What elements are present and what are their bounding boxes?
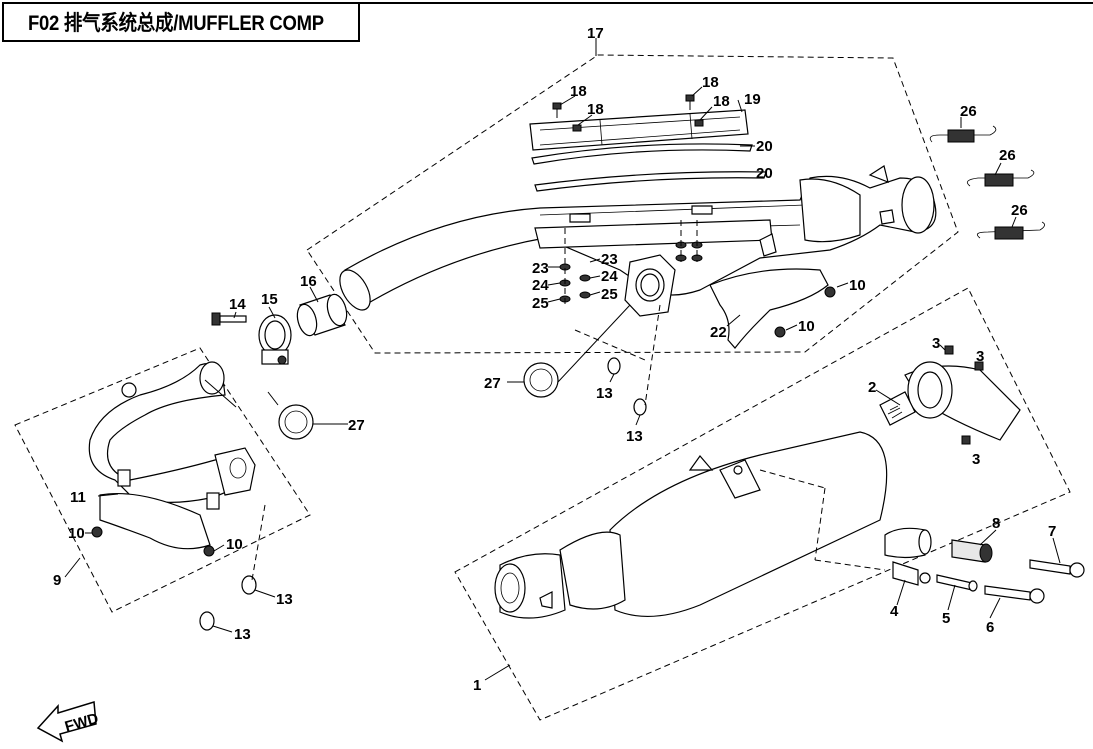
callout-labels: 1 2 3 3 3 4 5 6 7 8 9 10 10 10 10 11 13 … (53, 25, 1056, 694)
gasket-27-lower[interactable] (278, 404, 314, 440)
bolt-6[interactable] (984, 585, 1045, 604)
forward-direction-arrow-icon: FWD (36, 701, 101, 743)
callout-15: 15 (261, 291, 278, 308)
callout-6: 6 (986, 619, 994, 636)
page-title: F02 排气系统总成/MUFFLER COMP (28, 12, 324, 35)
callout-18: 18 (702, 74, 719, 91)
callout-18: 18 (587, 101, 604, 118)
callout-13: 13 (626, 428, 643, 445)
assembly-1-boundary (454, 287, 1071, 721)
callout-10: 10 (68, 525, 85, 542)
washer-stack-right[interactable] (579, 220, 703, 299)
callout-2: 2 (868, 379, 876, 396)
assembly-17-boundary (306, 54, 959, 354)
nut-13-lower[interactable] (199, 575, 257, 631)
callout-10: 10 (226, 536, 243, 553)
header-pipe-9[interactable] (88, 361, 256, 503)
callout-18: 18 (570, 83, 587, 100)
nut-13-upper[interactable] (574, 304, 661, 416)
end-cap-2[interactable] (879, 361, 1021, 441)
spring-26-group[interactable] (929, 125, 1045, 240)
pipe-flange[interactable] (624, 254, 676, 317)
heat-shield-gasket-upper[interactable] (531, 143, 753, 165)
callout-5: 5 (942, 610, 950, 627)
assembly-9-boundary (14, 347, 311, 613)
callout-24: 24 (601, 268, 618, 285)
callout-25: 25 (601, 286, 618, 303)
callout-20: 20 (756, 165, 773, 182)
rubber-bushing-8[interactable] (951, 539, 993, 563)
washer-stack-left[interactable] (559, 228, 571, 305)
callout-27: 27 (348, 417, 365, 434)
callout-14: 14 (229, 296, 246, 313)
callout-3: 3 (976, 348, 984, 365)
gasket-27-upper[interactable] (523, 362, 559, 398)
heat-shield-11[interactable] (99, 469, 220, 550)
main-exhaust-pipe[interactable] (334, 165, 937, 315)
callout-22: 22 (710, 324, 727, 341)
callout-1: 1 (473, 677, 481, 694)
callout-16: 16 (300, 273, 317, 290)
callout-19: 19 (744, 91, 761, 108)
bolt-18-group[interactable] (552, 94, 704, 132)
callout-10: 10 (798, 318, 815, 335)
callout-3: 3 (972, 451, 980, 468)
callout-26: 26 (960, 103, 977, 120)
muffler-body[interactable] (494, 431, 888, 619)
callout-3: 3 (932, 335, 940, 352)
screw-3-group[interactable] (944, 345, 984, 445)
collar-5[interactable] (936, 574, 978, 592)
bolt-14[interactable] (211, 312, 247, 326)
callout-10: 10 (849, 277, 866, 294)
top-border-line (360, 2, 1093, 4)
heat-shield-lower[interactable] (709, 268, 829, 349)
bolt-10-upper[interactable] (774, 286, 836, 338)
callout-26: 26 (999, 147, 1016, 164)
callout-24: 24 (532, 277, 549, 294)
callout-17: 17 (587, 25, 604, 42)
title-box: F02 排气系统总成/MUFFLER COMP (2, 2, 360, 42)
bolt-7[interactable] (1029, 559, 1085, 578)
callout-23: 23 (601, 251, 618, 268)
callout-20: 20 (756, 138, 773, 155)
callout-13: 13 (234, 626, 251, 643)
bracket-4[interactable] (884, 527, 932, 586)
callout-7: 7 (1048, 523, 1056, 540)
callout-4: 4 (890, 603, 899, 620)
callout-13: 13 (276, 591, 293, 608)
leader-lines (64, 86, 1061, 681)
callout-9: 9 (53, 572, 61, 589)
pipe-clamp-15[interactable] (258, 314, 292, 365)
callout-13: 13 (596, 385, 613, 402)
callout-8: 8 (992, 515, 1000, 532)
heat-shield-gasket-lower[interactable] (534, 171, 767, 192)
callout-27: 27 (484, 375, 501, 392)
callout-26: 26 (1011, 202, 1028, 219)
callout-18: 18 (713, 93, 730, 110)
callout-25: 25 (532, 295, 549, 312)
heat-shield-top[interactable] (529, 109, 749, 151)
callout-11: 11 (70, 489, 86, 506)
callout-23: 23 (532, 260, 549, 277)
pipe-sleeve-16[interactable] (294, 292, 350, 338)
